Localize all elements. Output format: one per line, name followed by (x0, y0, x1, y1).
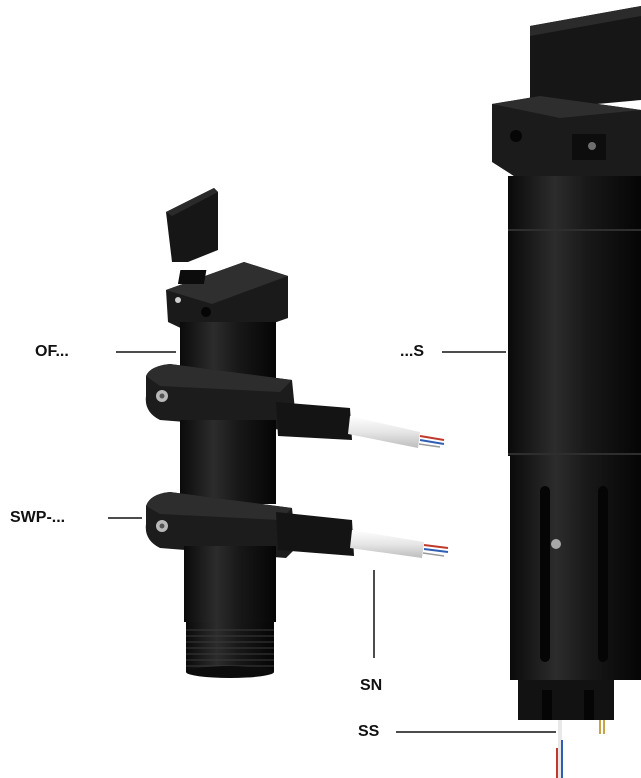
label-s: ...S (400, 343, 425, 360)
lower-cable (350, 530, 424, 558)
left-lower-body (184, 546, 276, 622)
label-swp: SWP-... (10, 509, 66, 526)
right-lever (530, 6, 641, 110)
label-ss: SS (358, 723, 380, 740)
right-body-screw-icon (551, 539, 561, 549)
right-bottom-cap (518, 680, 614, 720)
label-sn: SN (360, 677, 383, 694)
upper-wire-blue (419, 439, 445, 445)
upper-wire-red (419, 435, 445, 441)
label-of: OF... (35, 343, 69, 360)
lower-wire-red (423, 544, 449, 549)
right-main-body (508, 176, 641, 456)
right-switch-assembly (492, 6, 641, 778)
right-slotted-body (510, 456, 641, 680)
upper-cable (348, 416, 420, 448)
head-pin (175, 297, 181, 303)
left-switch-assembly (145, 188, 449, 678)
lower-wire-blue (423, 548, 449, 553)
left-middle-body (180, 420, 276, 504)
leader-lines (108, 351, 556, 733)
